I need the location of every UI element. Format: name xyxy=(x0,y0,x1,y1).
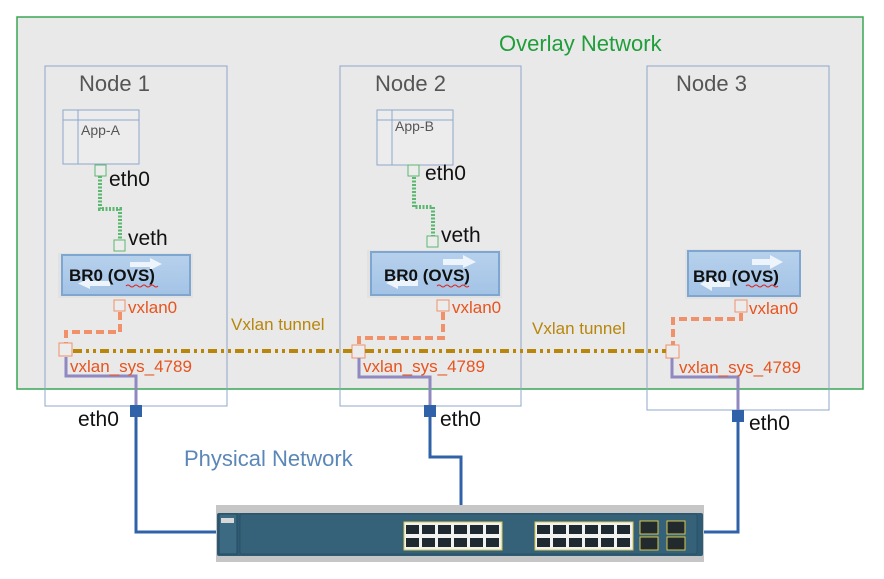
node-3-vxlan0-label: vxlan0 xyxy=(749,299,798,318)
node-2-bridge-label: BR0 (OVS) xyxy=(384,266,470,285)
switch-port[interactable] xyxy=(438,525,451,534)
switch-port[interactable] xyxy=(569,525,582,534)
node-2-physical-link xyxy=(428,412,463,505)
vxlan-tunnel-label-1: Vxlan tunnel xyxy=(231,315,325,334)
switch-port[interactable] xyxy=(601,525,614,534)
node-3-vxlan-sys: vxlan_sys_4789 xyxy=(670,358,801,410)
vxlan-tunnel-label-2: Vxlan tunnel xyxy=(532,319,626,338)
bridge-arrow-left-icon xyxy=(78,278,110,289)
node-1-veth-port[interactable] xyxy=(113,239,126,252)
switch-port[interactable] xyxy=(438,538,451,547)
overlay-network-label: Overlay Network xyxy=(499,31,663,56)
switch-port[interactable] xyxy=(617,525,630,534)
node-1-bridge[interactable]: BR0 (OVS) xyxy=(58,253,193,298)
node-1-vxlan0-link: vxlan0 xyxy=(58,298,177,357)
node-2-vxlan0-port[interactable] xyxy=(436,299,450,312)
node-3-eth0-label: eth0 xyxy=(749,412,790,435)
app-b-eth0-label: eth0 xyxy=(425,162,466,185)
bridge-arrow-right-icon xyxy=(443,255,476,268)
switch-port-group xyxy=(534,521,634,551)
node-3-vxlan0-port[interactable] xyxy=(734,299,748,313)
app-a-eth0-label: eth0 xyxy=(109,168,150,191)
node-1-vxlan-sys-port[interactable] xyxy=(58,342,73,357)
switch-port-group xyxy=(403,521,503,551)
switch-port[interactable] xyxy=(422,538,435,547)
switch-port[interactable] xyxy=(486,538,499,547)
switch-port[interactable] xyxy=(585,525,598,534)
switch-port[interactable] xyxy=(617,538,630,547)
node-1-vxlan0-port[interactable] xyxy=(113,299,126,312)
switch-uplink-port[interactable] xyxy=(666,520,686,535)
node-2-bridge[interactable]: BR0 (OVS) xyxy=(367,250,502,298)
node-3-vxlan0-link: vxlan0 xyxy=(665,299,798,359)
switch-port[interactable] xyxy=(454,525,467,534)
app-b-label: App-B xyxy=(395,118,434,134)
switch-port[interactable] xyxy=(454,538,467,547)
node-1-veth-label: veth xyxy=(128,227,168,250)
veth-link-node-1: eth0 veth xyxy=(94,164,168,252)
switch-port[interactable] xyxy=(585,538,598,547)
switch-port[interactable] xyxy=(537,538,550,547)
switch-port[interactable] xyxy=(569,538,582,547)
switch-port[interactable] xyxy=(486,525,499,534)
switch-uplink-port[interactable] xyxy=(666,536,686,551)
app-a-container[interactable]: App-A xyxy=(62,109,140,165)
node-3-title: Node 3 xyxy=(676,71,747,96)
node-3-physical-link xyxy=(703,416,740,534)
switch-port[interactable] xyxy=(470,525,483,534)
switch-port[interactable] xyxy=(406,525,419,534)
physical-links: eth0 eth0 eth0 Physical Network xyxy=(78,405,790,534)
node-3-bridge-label: BR0 (OVS) xyxy=(693,267,779,286)
node-3-vxlan-sys-label: vxlan_sys_4789 xyxy=(679,358,801,377)
app-a-eth0-port[interactable] xyxy=(94,164,107,177)
node-2-vxlan0-label: vxlan0 xyxy=(452,298,501,317)
bridge-arrow-left-icon xyxy=(700,277,730,291)
node-3: Node 3 xyxy=(646,65,830,411)
bridge-arrow-right-icon xyxy=(130,258,162,270)
bridge-arrow-right-icon xyxy=(752,255,783,269)
switch-uplink-port[interactable] xyxy=(639,520,659,535)
node-3-eth0-port[interactable] xyxy=(732,410,744,422)
node-1-bridge-label: BR0 (OVS) xyxy=(69,266,155,285)
switch-port[interactable] xyxy=(537,525,550,534)
switch-port[interactable] xyxy=(553,525,566,534)
switch-port[interactable] xyxy=(470,538,483,547)
node-2-veth-port[interactable] xyxy=(426,235,439,248)
overlay-network-region: Overlay Network xyxy=(16,16,864,390)
node-2-eth0-label: eth0 xyxy=(440,408,481,431)
node-2-title: Node 2 xyxy=(375,71,446,96)
network-switch[interactable] xyxy=(216,505,704,562)
bridge-arrow-left-icon xyxy=(386,277,418,289)
app-a-label: App-A xyxy=(81,122,121,138)
node-2-vxlan-sys: vxlan_sys_4789 xyxy=(357,357,485,405)
node-1-physical-link xyxy=(134,412,217,534)
node-1-vxlan-sys: vxlan_sys_4789 xyxy=(64,357,192,406)
switch-uplink-port[interactable] xyxy=(639,536,659,551)
node-1-vxlan0-label: vxlan0 xyxy=(128,298,177,317)
switch-port[interactable] xyxy=(553,538,566,547)
node-1-eth0-port[interactable] xyxy=(130,405,142,417)
switch-port[interactable] xyxy=(406,538,419,547)
node-2-eth0-port[interactable] xyxy=(424,405,436,417)
node-1-eth0-label: eth0 xyxy=(78,408,119,431)
node-3-bridge[interactable]: BR0 (OVS) xyxy=(685,249,801,299)
switch-port[interactable] xyxy=(601,538,614,547)
node-1-title: Node 1 xyxy=(79,71,150,96)
veth-link-node-2: eth0 veth xyxy=(407,162,481,248)
node-3-vxlan-sys-port[interactable] xyxy=(665,344,680,359)
vxlan-tunnel: Vxlan tunnel Vxlan tunnel xyxy=(73,315,666,353)
node-2-vxlan-sys-label: vxlan_sys_4789 xyxy=(363,357,485,376)
app-b-eth0-port[interactable] xyxy=(407,164,420,177)
app-b-container[interactable]: App-B xyxy=(376,109,454,166)
physical-network-label: Physical Network xyxy=(184,446,354,471)
switch-port[interactable] xyxy=(422,525,435,534)
node-2-vxlan0-link: vxlan0 xyxy=(351,298,501,359)
switch-port-groups xyxy=(403,520,686,551)
node-2-veth-label: veth xyxy=(441,224,481,247)
switch-console-panel xyxy=(218,513,238,555)
node-1-vxlan-sys-label: vxlan_sys_4789 xyxy=(70,357,192,376)
